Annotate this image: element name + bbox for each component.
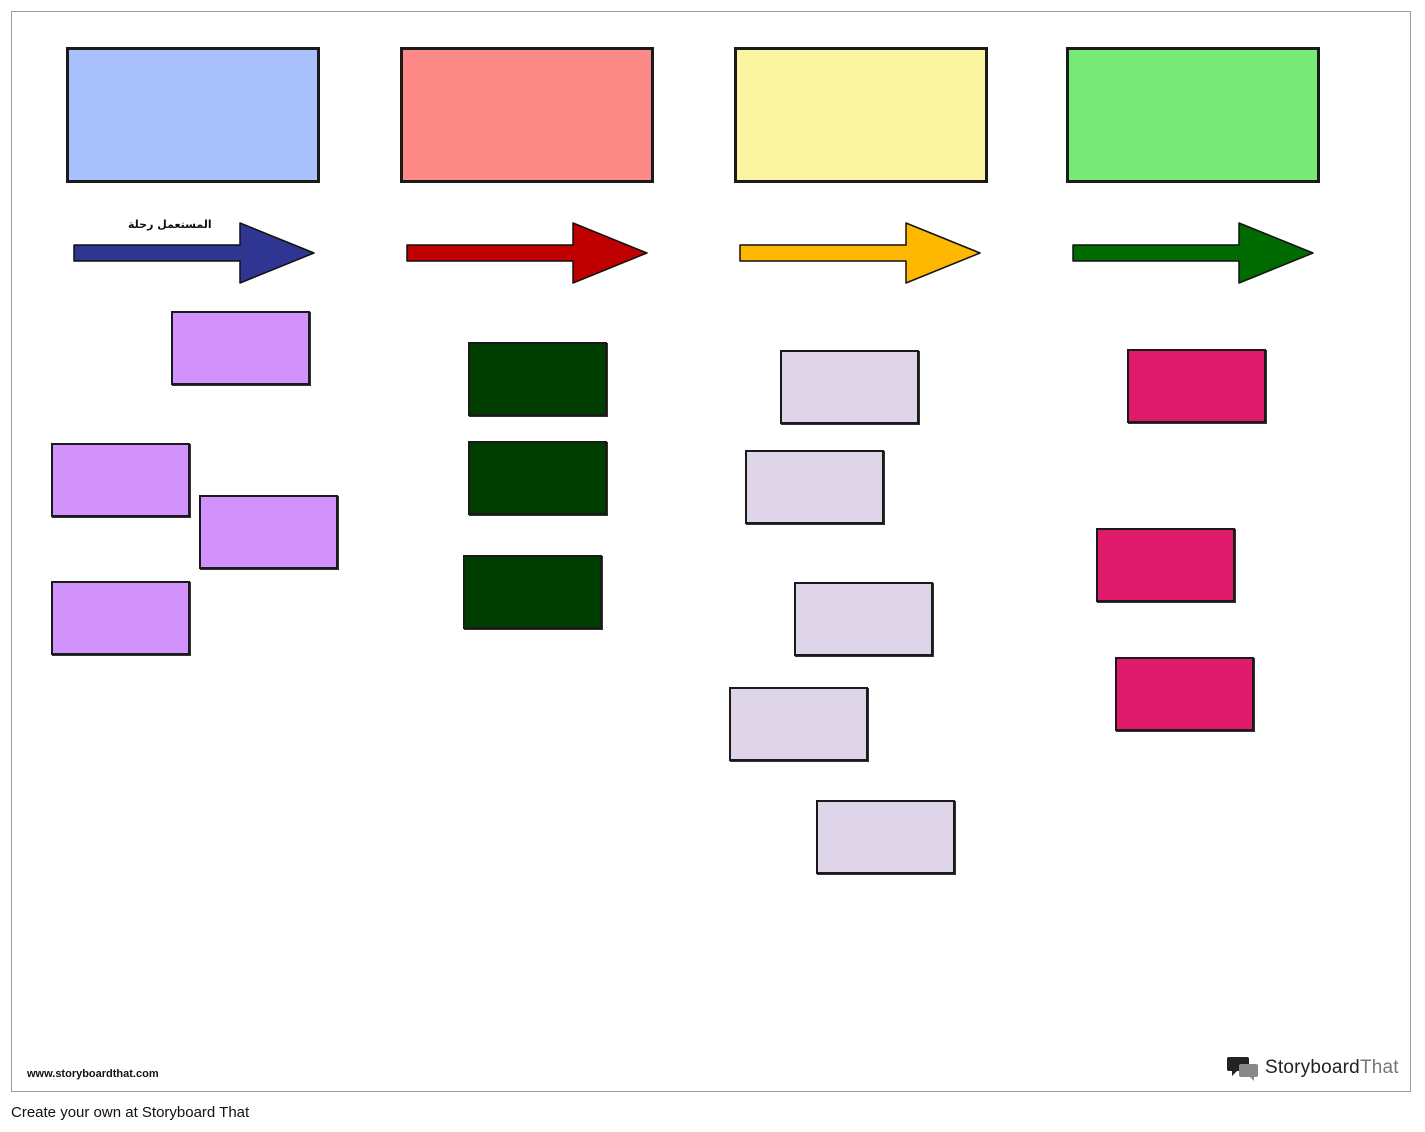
- stage-1-card: [51, 581, 190, 655]
- stage-4-card: [1115, 657, 1254, 731]
- stage-4-box: [1066, 47, 1320, 183]
- stage-3-card: [816, 800, 955, 874]
- stage-3-card: [794, 582, 933, 656]
- journey-label: المستعمل رحلة: [128, 218, 212, 231]
- stage-1-box: [66, 47, 320, 183]
- stage-4-card: [1096, 528, 1235, 602]
- stage-3-box: [734, 47, 988, 183]
- stage-2-card: [468, 441, 607, 515]
- stage-1-card: [199, 495, 338, 569]
- stage-2-box: [400, 47, 654, 183]
- stage-4-card: [1127, 349, 1266, 423]
- brand-logo[interactable]: StoryboardThat: [1227, 1055, 1399, 1081]
- speech-bubbles-icon: [1227, 1057, 1258, 1081]
- stage-1-card: [51, 443, 190, 517]
- footer-caption[interactable]: Create your own at Storyboard That: [11, 1104, 250, 1121]
- stage-2-arrow: [406, 222, 648, 284]
- stage-1-card: [171, 311, 310, 385]
- stage-1-arrow: [73, 222, 315, 284]
- watermark-url: www.storyboardthat.com: [27, 1068, 159, 1080]
- stage-4-arrow: [1072, 222, 1314, 284]
- stage-3-card: [780, 350, 919, 424]
- brand-name: StoryboardThat: [1265, 1057, 1399, 1078]
- stage-2-card: [463, 555, 602, 629]
- stage-2-card: [468, 342, 607, 416]
- stage-3-card: [745, 450, 884, 524]
- stage-3-card: [729, 687, 868, 761]
- stage-3-arrow: [739, 222, 981, 284]
